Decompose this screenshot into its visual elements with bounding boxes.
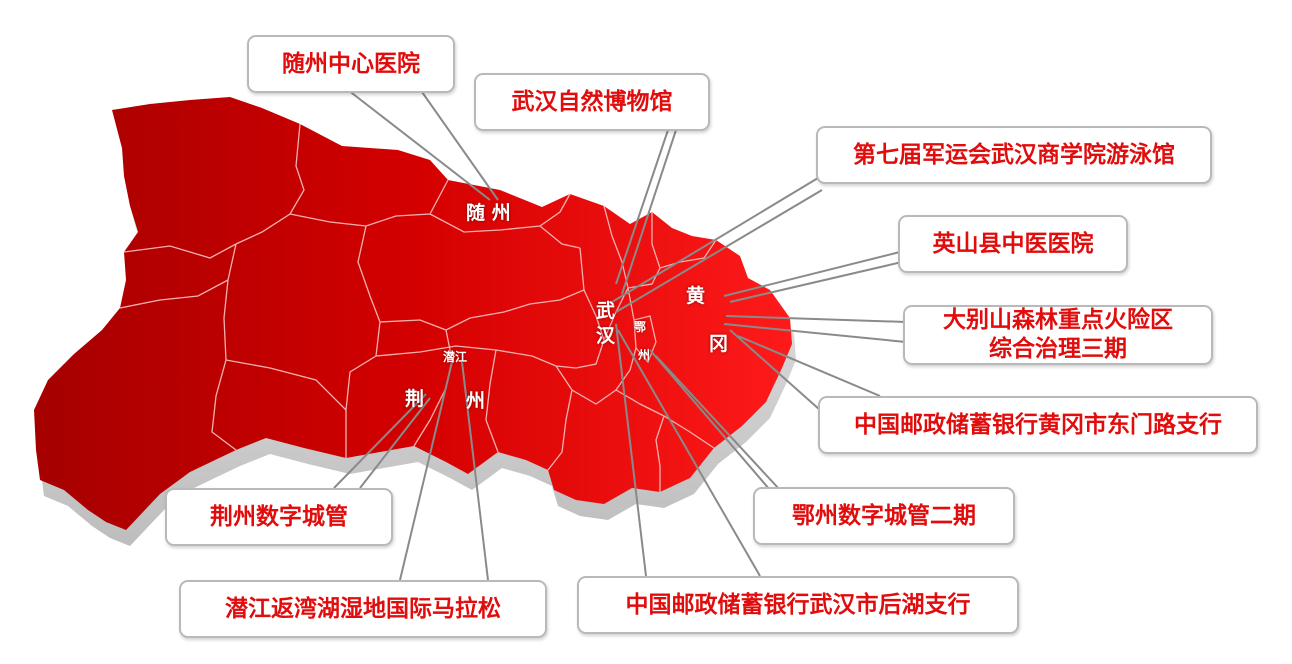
prefecture-boundaries [119,123,717,492]
leader-lines [333,89,907,581]
callout-text: 中国邮政储蓄银行黄冈市东门路支行 [854,411,1222,438]
map-label-huanggang-huang: 黄 [686,285,706,307]
map-label-qianjiang: 潜江 [443,350,468,364]
callout-text: 荆州数字城管 [210,503,348,530]
callout-text: 潜江返湾湖湿地国际马拉松 [225,595,501,622]
callout-wuhan-bank: 中国邮政储蓄银行武汉市后湖支行 [577,576,1019,634]
map-label-jingzhou-zhou: 州 [466,390,486,412]
callout-huanggang-bank: 中国邮政储蓄银行黄冈市东门路支行 [818,396,1258,454]
callout-text: 中国邮政储蓄银行武汉市后湖支行 [625,591,971,618]
callout-wuhan-museum: 武汉自然博物馆 [474,73,710,131]
callout-dabieshan-fire: 大别山森林重点火险区 综合治理三期 [903,305,1213,365]
callout-text: 大别山森林重点火险区 综合治理三期 [943,307,1173,362]
map-label-ezhou-zhou: 州 [638,348,651,362]
map-label-ezhou-e: 鄂 [634,320,647,334]
map-label-wuhan-han: 汉 [596,325,616,347]
callout-text: 鄂州数字城管二期 [792,502,976,529]
callout-text: 第七届军运会武汉商学院游泳馆 [853,141,1175,168]
map-label-suizhou: 随 州 [466,202,511,224]
map-label-jingzhou-jing: 荆 [405,388,425,410]
callout-military-games-pool: 第七届军运会武汉商学院游泳馆 [816,126,1212,184]
map-label-wuhan-wu: 武 [596,300,616,322]
callout-ezhou-citymgmt: 鄂州数字城管二期 [753,487,1015,545]
callout-qianjiang-marathon: 潜江返湾湖湿地国际马拉松 [179,580,547,638]
callout-jingzhou-citymgmt: 荆州数字城管 [165,488,393,546]
callout-text: 英山县中医医院 [932,230,1094,257]
map-surface [34,97,792,530]
callout-text: 随州中心医院 [282,50,420,77]
callout-suizhou-hospital: 随州中心医院 [247,35,455,93]
map-label-huanggang-gang: 冈 [709,333,729,355]
callout-text: 武汉自然博物馆 [511,88,673,115]
callout-yingshan-hospital: 英山县中医医院 [898,215,1128,273]
